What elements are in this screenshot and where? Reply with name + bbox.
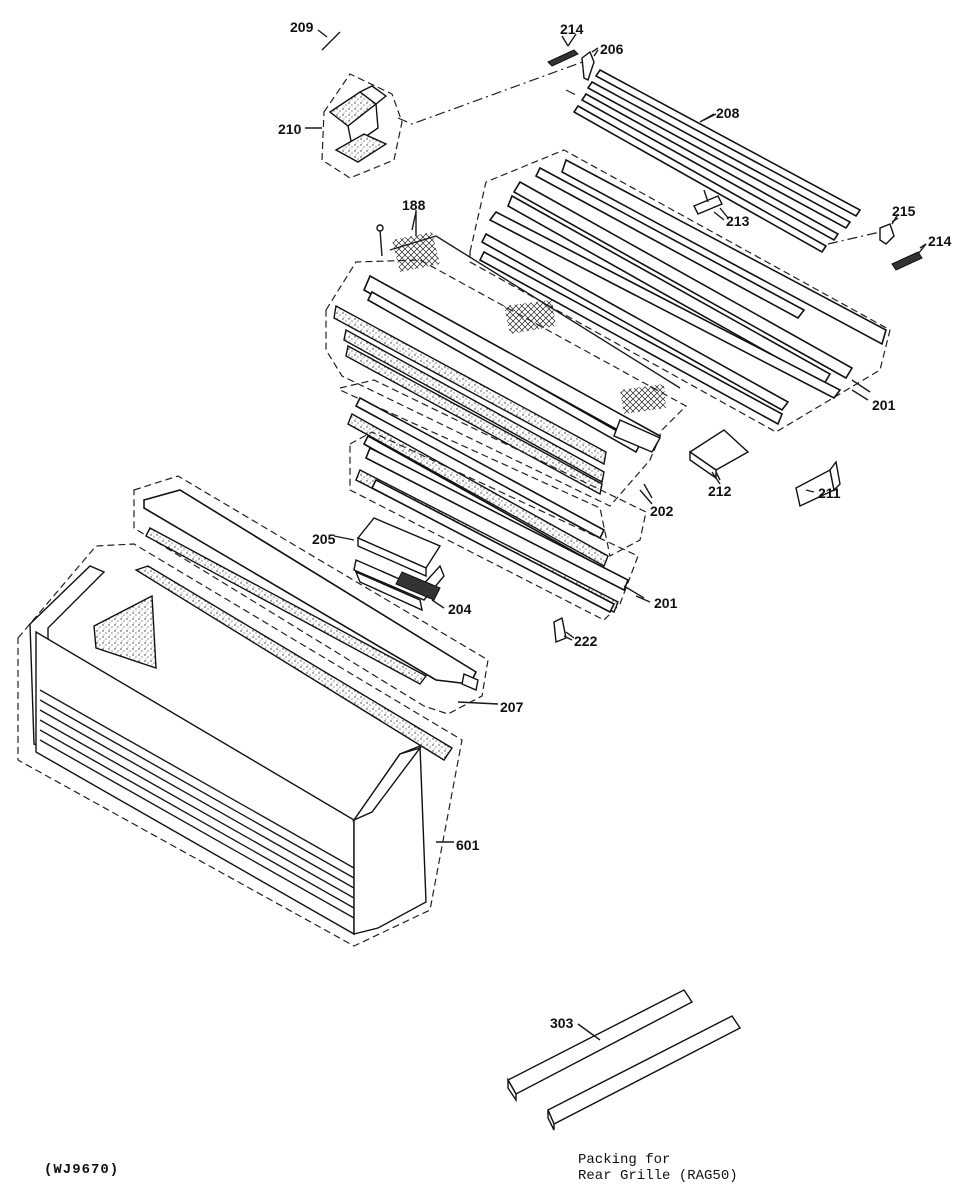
- label-207: 207: [500, 699, 524, 715]
- label-222: 222: [574, 633, 598, 649]
- label-201-upper: 201: [872, 397, 896, 413]
- label-202: 202: [650, 503, 674, 519]
- label-188: 188: [402, 197, 426, 213]
- part-211-bracket: [795, 460, 841, 508]
- label-214-right: 214: [928, 233, 952, 249]
- leader-lines: [411, 33, 927, 639]
- part-214-clip-top: [547, 35, 579, 67]
- label-206: 206: [600, 41, 624, 57]
- label-215: 215: [892, 203, 916, 219]
- part-205-cover: [333, 517, 442, 578]
- part-204-box: [353, 559, 445, 612]
- part-208-rails: [565, 68, 881, 254]
- part-214-clip-right: [891, 243, 927, 271]
- part-210-bracket-assembly: [305, 73, 403, 179]
- label-303: 303: [550, 1015, 574, 1031]
- label-201-lower: 201: [654, 595, 678, 611]
- part-206-fastener: [581, 47, 599, 81]
- label-208: 208: [716, 105, 740, 121]
- drawing-code: (WJ9670): [44, 1162, 120, 1178]
- leader-210-to-206: [397, 59, 589, 125]
- label-601: 601: [456, 837, 480, 853]
- label-204: 204: [448, 601, 472, 617]
- part-201-upper-rail-group: [469, 149, 891, 433]
- label-212: 212: [708, 483, 732, 499]
- label-213: 213: [726, 213, 750, 229]
- part-215-fastener: [879, 217, 899, 245]
- part-209-pin: [317, 29, 341, 51]
- part-303-packing-strips: [507, 989, 742, 1131]
- part-601-front-cabinet: [17, 543, 463, 947]
- part-207-front-rail-group: [133, 475, 499, 715]
- part-201-lower-rail-group: [349, 431, 645, 621]
- packing-note-line-2: Rear Grille (RAG50): [578, 1168, 738, 1184]
- label-214-top: 214: [560, 21, 584, 37]
- part-222-clip: [553, 616, 573, 643]
- label-211: 211: [818, 485, 841, 501]
- label-210: 210: [278, 121, 302, 137]
- label-205: 205: [312, 531, 336, 547]
- label-209: 209: [290, 19, 314, 35]
- part-212-bracket: [688, 429, 750, 481]
- part-213-clip: [693, 189, 729, 219]
- packing-note-line-1: Packing for: [578, 1152, 671, 1168]
